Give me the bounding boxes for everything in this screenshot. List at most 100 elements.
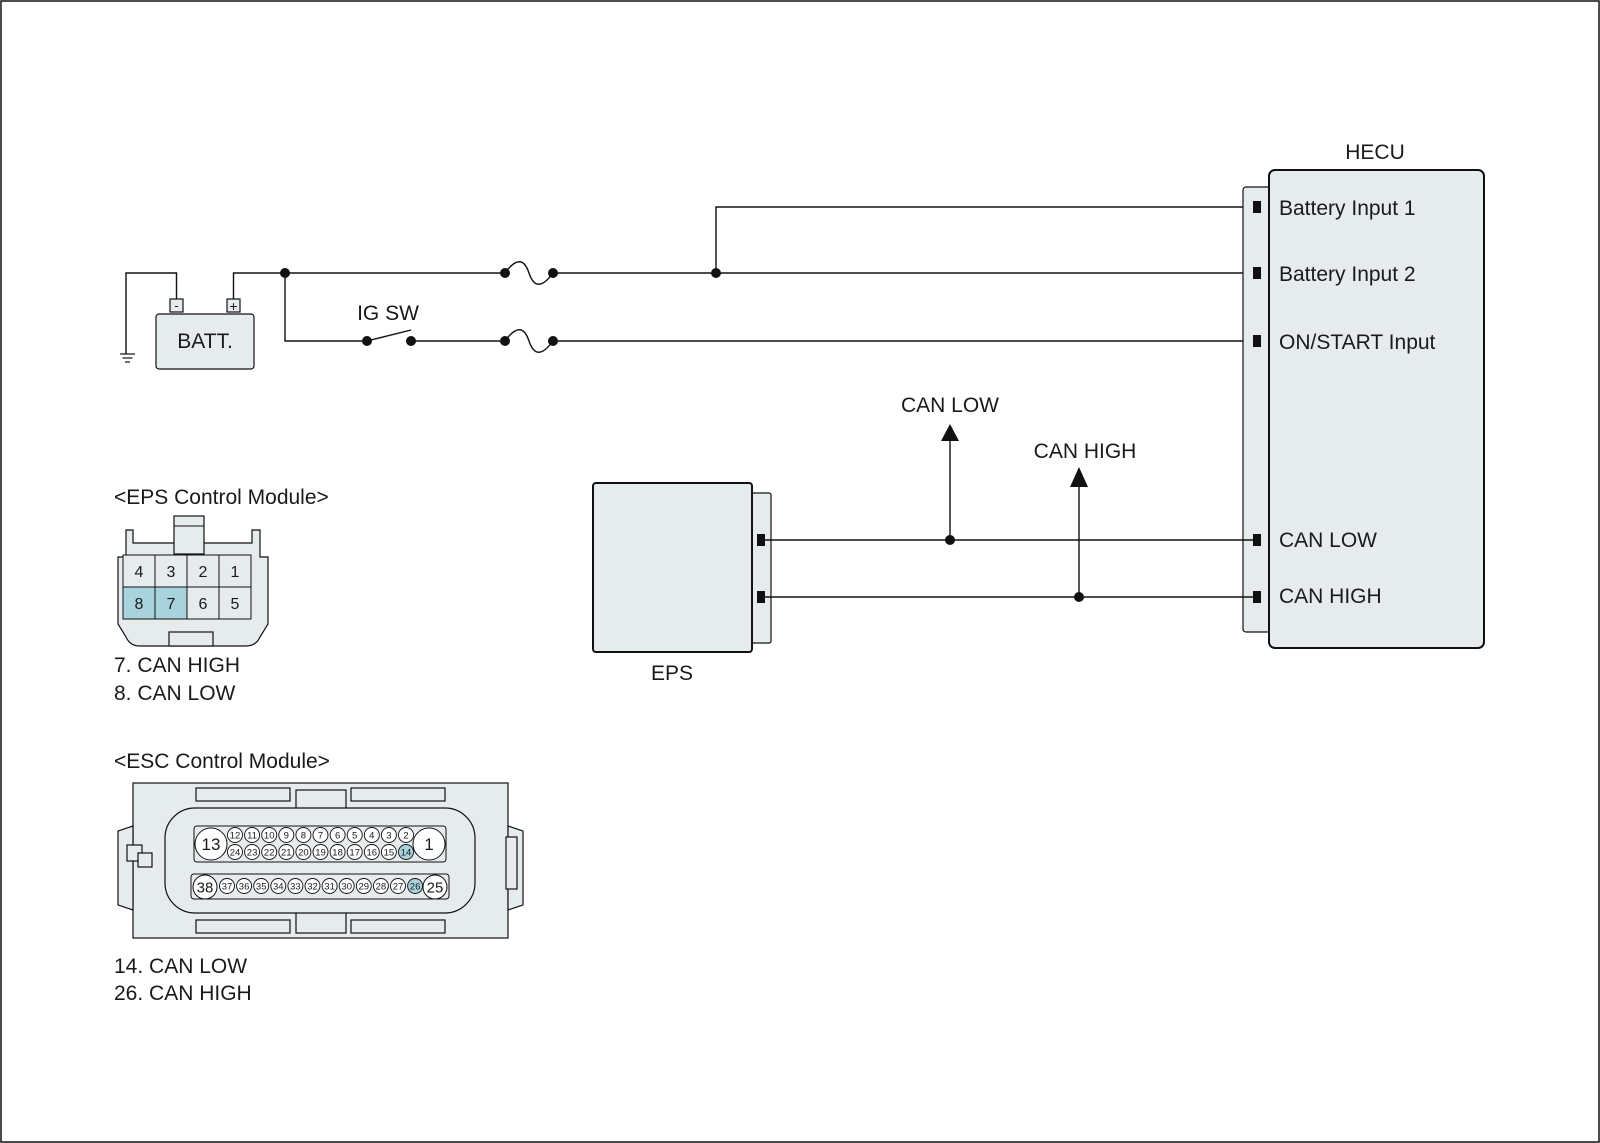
esc-pin-label: 14 — [401, 848, 412, 859]
esc-pin-9 — [278, 827, 295, 843]
hecu-module: HECU Battery Input 1 Battery Input 2 ON/… — [1242, 141, 1485, 649]
eps-pin-label: 4 — [135, 564, 144, 581]
esc-pin-14 — [398, 844, 414, 860]
eps-pin-label: 8 — [135, 596, 144, 613]
esc-pin-33 — [287, 878, 304, 894]
esc-pin-32 — [304, 878, 321, 894]
esc-pin-18 — [329, 844, 346, 860]
esc-pin-label: 4 — [369, 831, 374, 842]
esc-pin-label: 7 — [318, 831, 323, 842]
eps-pin-label: 5 — [231, 596, 240, 613]
esc-pin-label: 3 — [386, 831, 391, 842]
eps-module: EPS — [592, 482, 772, 685]
eps-pin-5 — [218, 586, 252, 620]
hecu-pin-battery-input-2: Battery Input 2 — [1279, 263, 1416, 286]
eps-label: EPS — [651, 662, 693, 685]
esc-pin-note-26: 26. CAN HIGH — [114, 982, 252, 1005]
esc-pin-17 — [346, 844, 363, 860]
esc-pin-label: 15 — [384, 848, 395, 859]
battery-label: BATT. — [177, 330, 233, 353]
esc-pin-10 — [261, 827, 278, 843]
eps-pin-7 — [154, 586, 188, 620]
esc-pin-label: 26 — [410, 882, 421, 893]
esc-pin-8 — [295, 827, 312, 843]
ground-symbol — [120, 353, 135, 363]
esc-pin-7 — [312, 827, 329, 843]
esc-pin-34 — [270, 878, 287, 894]
fuse-2 — [504, 329, 554, 353]
can-high-arrow-icon — [1070, 467, 1088, 487]
esc-pin-label: 18 — [332, 848, 343, 859]
esc-pin-label: 25 — [427, 879, 444, 896]
esc-pin-1 — [412, 827, 446, 861]
esc-pin-label: 19 — [315, 848, 326, 859]
esc-pin-2 — [398, 827, 414, 843]
esc-pin-31 — [321, 878, 338, 894]
esc-pin-label: 28 — [376, 882, 387, 893]
esc-pin-15 — [380, 844, 397, 860]
hecu-title: HECU — [1345, 141, 1405, 164]
esc-pin-4 — [363, 827, 380, 843]
eps-pin-label: 3 — [167, 564, 176, 581]
fuse-1 — [504, 261, 554, 285]
esc-pin-28 — [372, 878, 389, 894]
hecu-pin-on-start-input: ON/START Input — [1279, 331, 1436, 354]
esc-pin-label: 31 — [324, 882, 335, 893]
eps-pin-note-8: 8. CAN LOW — [114, 682, 236, 705]
esc-pin-label: 10 — [264, 831, 275, 842]
can-low-arrow-label: CAN LOW — [901, 394, 999, 417]
esc-pin-12 — [227, 827, 243, 843]
esc-pin-label: 37 — [222, 882, 233, 893]
fuses — [504, 261, 554, 353]
esc-pin-label: 35 — [256, 882, 267, 893]
esc-pin-25 — [422, 874, 448, 900]
esc-pin-label: 38 — [197, 879, 214, 896]
esc-pin-label: 34 — [273, 882, 284, 893]
esc-pin-13 — [194, 827, 228, 861]
esc-pin-37 — [219, 878, 235, 894]
eps-pin-label: 7 — [167, 596, 176, 613]
power-wires — [125, 206, 1256, 354]
esc-pin-label: 27 — [393, 882, 404, 893]
can-bus-wires — [765, 424, 1256, 598]
esc-pin-29 — [355, 878, 372, 894]
esc-pin-22 — [261, 844, 278, 860]
esc-pin-19 — [312, 844, 329, 860]
eps-pin-label: 6 — [199, 596, 208, 613]
eps-pin-8 — [122, 586, 156, 620]
esc-pin-27 — [390, 878, 406, 894]
hecu-pin-can-low: CAN LOW — [1279, 529, 1377, 552]
eps-pin-label: 1 — [231, 564, 240, 581]
eps-pin-note-7: 7. CAN HIGH — [114, 654, 240, 677]
esc-pin-label: 12 — [230, 831, 241, 842]
junction-dots — [280, 268, 1084, 602]
eps-connector-title: <EPS Control Module> — [114, 486, 329, 509]
esc-pin-label: 22 — [264, 848, 275, 859]
eps-pin-3 — [154, 554, 188, 588]
esc-pin-label: 11 — [247, 831, 257, 842]
esc-pin-label: 30 — [341, 882, 352, 893]
esc-pin-20 — [295, 844, 312, 860]
esc-pin-6 — [329, 827, 346, 843]
esc-pin-label: 6 — [335, 831, 340, 842]
esc-pin-16 — [363, 844, 380, 860]
esc-pin-30 — [338, 878, 355, 894]
esc-pin-label: 13 — [202, 835, 221, 854]
esc-pin-label: 9 — [284, 831, 289, 842]
esc-pin-38 — [192, 874, 218, 900]
battery: BATT. - + — [155, 298, 255, 370]
battery-positive-terminal: + — [229, 298, 237, 314]
esc-pin-label: 29 — [359, 882, 370, 893]
esc-pin-note-14: 14. CAN LOW — [114, 955, 247, 978]
esc-pin-21 — [278, 844, 295, 860]
eps-pin-1 — [218, 554, 252, 588]
esc-pin-label: 20 — [298, 848, 309, 859]
battery-negative-terminal: - — [174, 298, 178, 313]
esc-pin-36 — [236, 878, 253, 894]
esc-pin-label: 24 — [230, 848, 241, 859]
esc-pin-3 — [380, 827, 397, 843]
esc-connector-title: <ESC Control Module> — [114, 750, 330, 773]
esc-pin-label: 1 — [424, 835, 433, 854]
